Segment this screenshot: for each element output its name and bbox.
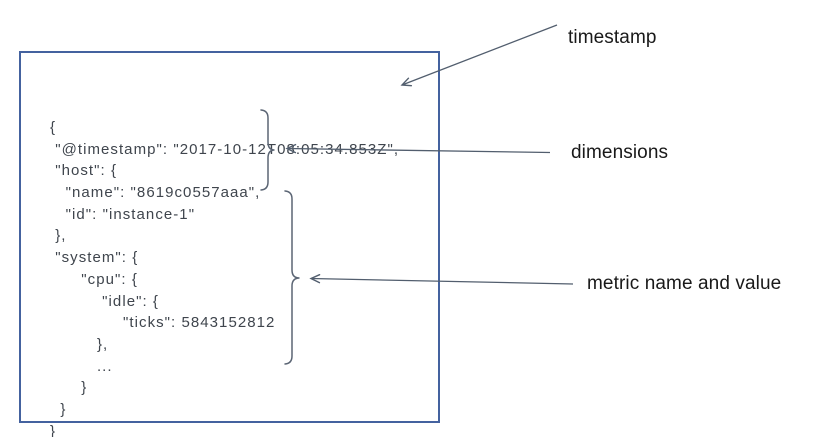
code-line-timestamp: "@timestamp": "2017-10-12T08:05:34.853Z"… (50, 140, 400, 158)
code-line-cpu-close: } (50, 379, 88, 397)
metric-name-and-value-label: metric name and value (587, 273, 782, 294)
code-line-host: "host": { (50, 162, 118, 180)
code-line-host-id: "id": "instance-1" (50, 205, 196, 223)
code-line-host-name: "name": "8619c0557aaa", (50, 184, 261, 202)
code-line-root-close: } (50, 422, 57, 437)
code-line-system: "system": { (50, 249, 139, 267)
json-code-block: { "@timestamp": "2017-10-12T08:05:34.853… (50, 117, 399, 437)
code-line: { (50, 119, 57, 136)
code-line-ellipsis: ... (50, 357, 113, 375)
code-line-ticks: "ticks": 5843152812 (50, 314, 276, 332)
json-document-box: { "@timestamp": "2017-10-12T08:05:34.853… (19, 51, 440, 437)
code-line-system-close: } (50, 400, 67, 418)
code-line-idle: "idle": { (50, 292, 159, 310)
timestamp-label: timestamp (568, 27, 657, 48)
code-line-cpu: "cpu": { (50, 270, 138, 288)
code-line-idle-close: }, (50, 335, 109, 353)
dimensions-label: dimensions (571, 142, 669, 163)
code-line-host-close: }, (50, 227, 67, 245)
